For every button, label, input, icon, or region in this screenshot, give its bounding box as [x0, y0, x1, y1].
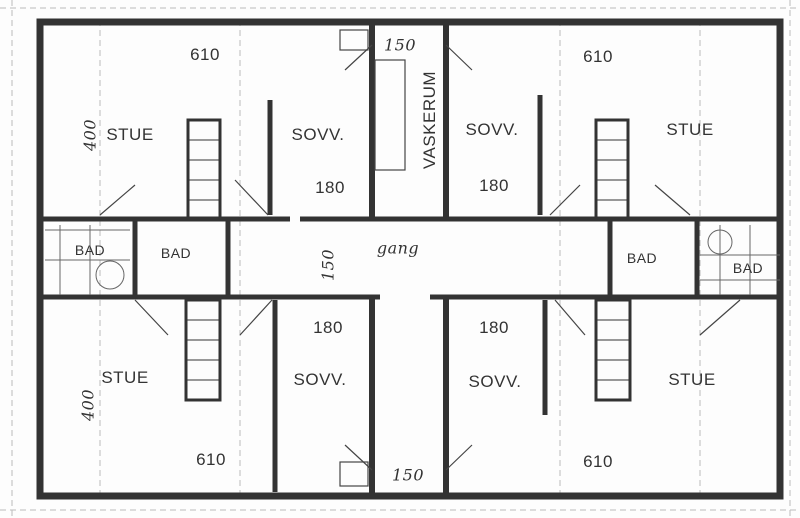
dimension-label: 150: [383, 35, 417, 55]
room-label-stue: STUE: [668, 370, 716, 389]
dimension-label: 610: [190, 45, 220, 64]
outer-wall: [36, 18, 784, 500]
dimension-label: 610: [583, 47, 613, 66]
room-label-sovv: SOVV.: [465, 120, 519, 139]
room-label-stue: STUE: [101, 368, 149, 387]
room-label-sovv: SOVV.: [291, 125, 345, 144]
room-label-bad: BAD: [626, 250, 658, 266]
room-label-bad: BAD: [160, 245, 192, 261]
room-label-sovv: SOVV.: [293, 370, 347, 389]
dimension-label: 610: [196, 450, 226, 469]
bath-fixtures: [45, 225, 780, 295]
dimension-label: 150: [318, 248, 338, 282]
walls: [36, 18, 784, 500]
room-label-stue: STUE: [666, 120, 714, 139]
door-swings: [99, 29, 741, 487]
dimension-label: 180: [479, 176, 509, 195]
dimension-label: 400: [80, 118, 100, 152]
dimension-label: 150: [391, 465, 425, 485]
room-label-bad: BAD: [74, 242, 106, 258]
stairs: [184, 118, 632, 402]
room-label-vaskerum: VASKERUM: [420, 70, 439, 170]
dimension-label: 180: [315, 178, 345, 197]
dimension-label: 180: [479, 318, 509, 337]
room-label-bad: BAD: [732, 260, 764, 276]
room-label-stue: STUE: [106, 125, 154, 144]
room-label-gang: gang: [376, 238, 420, 258]
room-label-sovv: SOVV.: [468, 372, 522, 391]
dimension-label: 180: [313, 318, 343, 337]
dimension-label: 400: [78, 388, 98, 422]
dimension-label: 610: [583, 452, 613, 471]
